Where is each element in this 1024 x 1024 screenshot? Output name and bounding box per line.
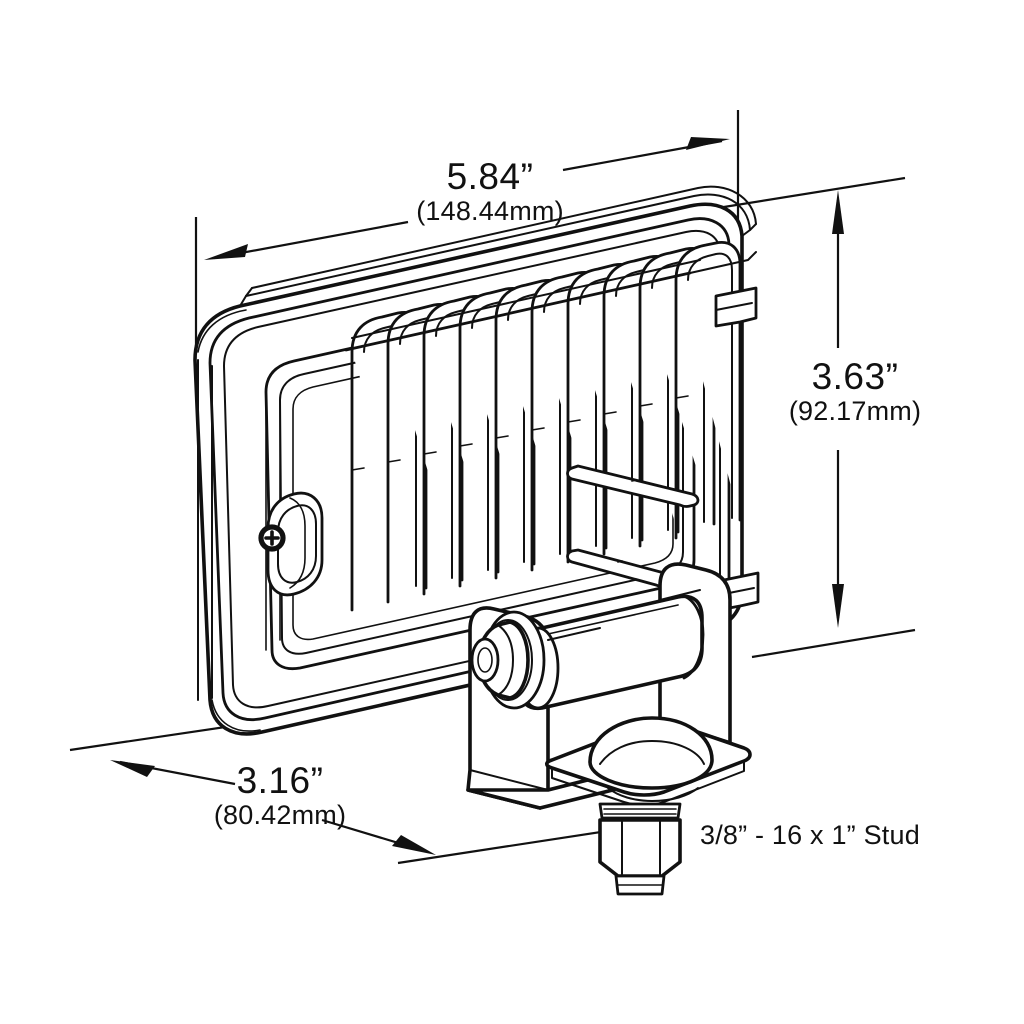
fin-notches [351,395,689,471]
dome-shoulder-ring [607,787,699,802]
fin-notch [603,411,617,415]
base-plate [545,716,752,806]
fin-notch [387,459,401,463]
fin-top-rail [344,271,692,352]
width-dimline-left [213,220,409,260]
lamp-assembly [193,185,760,896]
mount-bracket [466,562,752,896]
width-arrow-left [204,244,248,260]
pivot-barrel-end-right [682,594,705,680]
fin-notch [351,467,365,471]
height-witness-bottom [751,628,916,659]
housing-side-tabs [714,286,760,611]
depth-arrow-upper [110,760,155,777]
width-value-mm: (148.44mm) [416,195,564,226]
depth-value-inches: 3.16” [236,760,324,801]
stud-assembly [598,802,682,896]
lens-recess-inner [279,293,684,655]
fin-notch [459,443,473,447]
width-dimension-label: 5.84” (148.44mm) [340,156,640,226]
hex-bolt-facet-a [497,624,514,696]
phillips-screw-assembly [258,491,324,597]
hex-nut [598,818,682,878]
housing-corner-left-bottom [211,699,261,732]
lens-recess-outer [264,275,696,671]
phillips-screw-cross [264,530,280,546]
height-value-inches: 3.63” [811,356,899,397]
housing-top-face [238,202,744,308]
bracket-housing-joint [547,589,701,641]
base-plate-dome-seam [599,740,705,765]
width-value-inches: 5.84” [446,156,534,197]
width-arrow-right [686,137,730,150]
fin-top-rail-3 [689,251,757,274]
hex-pivot-bolt [470,610,546,710]
fin-notch [639,403,653,407]
stud-note-label: 3/8” - 16 x 1” Stud [700,820,920,850]
pin-rod-upper [566,464,700,508]
height-dimension-label: 3.63” (92.17mm) [740,356,970,426]
pivot-barrel-highlight [547,604,679,635]
pivot-barrel [516,594,705,711]
height-arrow-top [832,190,844,234]
bolt-shank-end-inner [477,647,493,673]
screw-boss-shadow [289,497,306,589]
housing-top-band-right-cap [741,223,757,237]
pin-rod-lower-seam [617,560,623,563]
fin-top-rail-2 [351,259,701,339]
stud-collar [598,802,682,820]
bracket-arm-left-inner [469,769,549,791]
height-arrow-bottom [832,584,844,628]
base-plate-dome [588,716,714,790]
depth-dimension-label: 3.16” (80.42mm) [160,760,400,830]
fin-notch [423,451,437,455]
dimension-height-group [704,176,916,659]
housing-corner-left-top [197,309,247,353]
dimension-width-group [194,110,740,370]
fin-notch [567,419,581,423]
housing-top-face-edge-a [245,193,751,297]
depth-arrow-lower [392,835,436,855]
fin-notch [531,427,545,431]
fin-notch [675,395,689,399]
screw-boss-inner [277,504,317,584]
housing-top-band-left-cap [239,287,253,307]
depth-value-mm: (80.42mm) [213,799,347,830]
fin-notch [495,435,509,439]
housing-top-face-edge-b [251,185,757,289]
height-witness-top [704,176,906,212]
pin-rod-upper-seam [631,479,637,482]
height-value-mm: (92.17mm) [788,395,922,426]
lens-recess-inner-2 [292,309,674,641]
heat-sink-fins [344,240,757,612]
housing-tab-upper-edge [715,302,753,311]
bolt-shank-end [470,637,500,683]
